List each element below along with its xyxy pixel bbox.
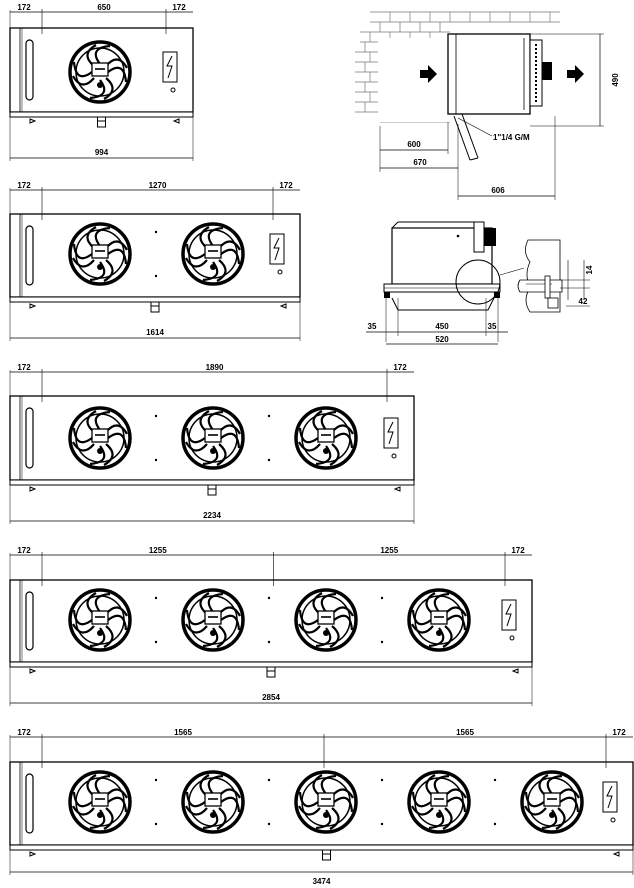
- refrigerant-tube: [25, 591, 34, 651]
- dim-end-right: 172: [279, 181, 293, 190]
- drain-outlet: [150, 301, 160, 313]
- dim-end-left: 172: [17, 3, 31, 12]
- refrigerant-tube: [25, 225, 34, 286]
- dim-end-right: 172: [612, 728, 626, 737]
- base-plate: [9, 661, 533, 668]
- base-plate: [9, 111, 194, 118]
- electrical-warning-icon: [387, 421, 394, 445]
- bracket-view: 35 450 35 520 14 42: [366, 221, 594, 345]
- dim-gap: 1565: [456, 728, 474, 737]
- detail-14-label: 14: [585, 265, 594, 274]
- base-plate: [9, 296, 301, 303]
- dim-overall: 2854: [262, 693, 280, 702]
- unit-3-fan: 172 172 1890 2234: [9, 363, 415, 524]
- dim-end-left: 172: [17, 546, 31, 555]
- dim-end-left: 172: [17, 728, 31, 737]
- dim-end-left: 172: [17, 363, 31, 372]
- unit-5-fan: 172 172 1565 1565 3474: [9, 728, 634, 886]
- side-height-label: 490: [611, 73, 620, 87]
- electrical-warning-icon: [166, 55, 173, 79]
- casing: [9, 213, 301, 298]
- dim-end-right: 172: [393, 363, 407, 372]
- drain-connection-label: 1"1/4 G/M: [493, 133, 530, 142]
- side-600-label: 600: [407, 140, 421, 149]
- electrical-warning-icon: [606, 785, 613, 809]
- drain-pipe: [453, 113, 479, 161]
- dim-end-right: 172: [172, 3, 186, 12]
- dim-gap: 1890: [206, 363, 224, 372]
- drain-outlet: [207, 484, 217, 496]
- electrical-box: [501, 599, 517, 631]
- refrigerant-tube: [25, 39, 34, 101]
- electrical-box: [269, 233, 285, 265]
- electrical-box: [602, 781, 618, 813]
- dim-gap: 650: [97, 3, 111, 12]
- base-plate: [9, 479, 415, 486]
- unit-1-fan: 172 172 650 994: [9, 3, 194, 161]
- dim-overall: 2234: [203, 511, 221, 520]
- dim-end-right: 172: [511, 546, 525, 555]
- refrigerant-tube: [25, 773, 34, 834]
- airflow-out-arrow: [567, 65, 584, 83]
- bracket-spacing-label: 450: [435, 322, 449, 331]
- refrigerant-tube: [25, 407, 34, 469]
- unit-2-fan: 172 172 1270 1614: [9, 181, 301, 341]
- drain-outlet: [266, 666, 276, 678]
- dim-gap: 1255: [149, 546, 167, 555]
- electrical-warning-icon: [273, 237, 280, 261]
- side-view: 490 600 670 606 1"1/4 G/M: [355, 11, 620, 200]
- bracket-width-label: 520: [435, 335, 449, 344]
- dim-overall: 994: [95, 148, 109, 157]
- side-depth-label: 606: [491, 186, 505, 195]
- dim-overall: 1614: [146, 328, 164, 337]
- base-plate: [9, 844, 634, 851]
- side-670-label: 670: [413, 158, 427, 167]
- electrical-box: [383, 417, 399, 449]
- dim-gap: 1270: [149, 181, 167, 190]
- unit-4-fan: 172 172 1255 1255 2854: [9, 546, 533, 706]
- electrical-warning-icon: [505, 603, 512, 627]
- detail-42-label: 42: [579, 297, 588, 306]
- drain-outlet: [97, 116, 106, 128]
- bracket-right-margin-label: 35: [488, 322, 497, 331]
- dim-overall: 3474: [313, 877, 331, 886]
- electrical-box: [162, 51, 178, 83]
- unit-front-views: 172 172 650 994 172 172 1270 1614 172 172 1890 2234…: [9, 3, 634, 886]
- dim-end-left: 172: [17, 181, 31, 190]
- drain-outlet: [322, 849, 331, 861]
- dim-gap: 1255: [380, 546, 398, 555]
- dim-gap: 1565: [174, 728, 192, 737]
- bracket-left-margin-label: 35: [368, 322, 377, 331]
